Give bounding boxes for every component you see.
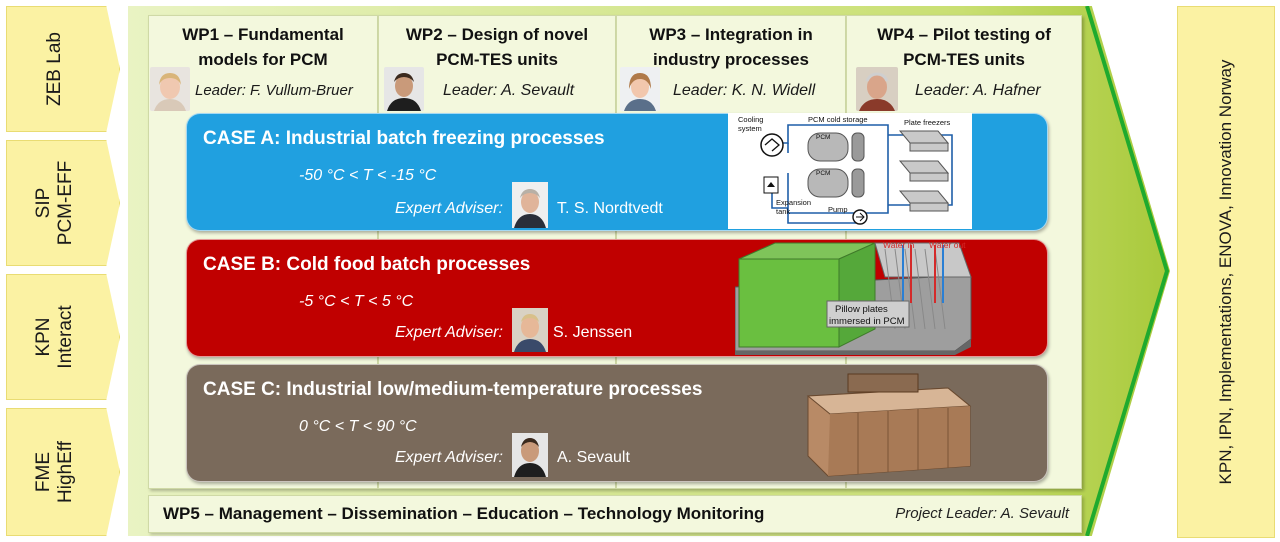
case-c-adviser-photo (512, 433, 548, 477)
wp1-leader-photo (150, 67, 190, 111)
svg-text:Expansion: Expansion (776, 198, 811, 207)
right-label-box: KPN, IPN, Implementations, ENOVA, Innova… (1177, 6, 1275, 538)
case-a-adviser-name: T. S. Nordtvedt (557, 200, 663, 217)
left-label-text: SIP (33, 187, 54, 219)
svg-text:Water in: Water in (883, 240, 915, 250)
cooling-system-icon (760, 133, 784, 157)
svg-text:Pillow plates: Pillow plates (835, 304, 888, 315)
wp4-leader-photo (856, 67, 898, 111)
left-label-text: PCM-EFF (55, 160, 76, 246)
svg-text:PCM cold storage: PCM cold storage (808, 115, 868, 124)
wp1-leader: Leader: F. Vullum-Bruer (195, 82, 353, 99)
case-c-adviser-name: A. Sevault (557, 449, 630, 466)
wp2-leader-photo (384, 67, 424, 111)
case-c-title: CASE C: Industrial low/medium-temperatur… (203, 379, 703, 400)
left-label-text: KPN (33, 317, 54, 357)
pcm-tank-icon (807, 132, 865, 198)
case-b-adviser-name: S. Jenssen (553, 324, 633, 341)
case-c-equipment-image (806, 373, 972, 477)
wp3-leader: Leader: K. N. Widell (673, 82, 816, 99)
svg-text:PCM: PCM (816, 134, 830, 141)
svg-text:Water out: Water out (929, 240, 966, 250)
svg-text:Plate freezers: Plate freezers (904, 118, 951, 127)
wp2-leader: Leader: A. Sevault (443, 82, 575, 99)
case-b-title: CASE B: Cold food batch processes (203, 254, 531, 275)
wp3-leader-photo (620, 67, 660, 111)
case-c-temperature: 0 °C < T < 90 °C (299, 418, 417, 435)
case-a-title: CASE A: Industrial batch freezing proces… (203, 128, 605, 149)
svg-text:tank: tank (776, 207, 790, 216)
left-label-text: ZEB Lab (44, 32, 65, 106)
plate-freezer-icon (898, 130, 950, 212)
case-b-adviser-photo (512, 308, 548, 352)
wp5-leader: Project Leader: A. Sevault (895, 505, 1069, 522)
svg-text:system: system (738, 124, 762, 133)
svg-text:immersed in PCM: immersed in PCM (829, 316, 905, 327)
left-label-text: Interact (55, 305, 76, 369)
case-b-schematic: Water in Water out Pillow plates immerse… (735, 240, 972, 355)
case-b-adviser-label: Expert Adviser: (395, 324, 503, 341)
left-label-text: FME (33, 451, 54, 493)
case-a-adviser-label: Expert Adviser: (395, 200, 503, 217)
wp5-title: WP5 – Management – Dissemination – Educa… (163, 504, 765, 523)
svg-text:Cooling: Cooling (738, 115, 763, 124)
left-label-zeb-lab: ZEB Lab (6, 6, 120, 132)
left-label-text: HighEff (55, 441, 76, 503)
wp5-bar: WP5 – Management – Dissemination – Educa… (148, 495, 1082, 533)
case-a-temperature: -50 °C < T < -15 °C (299, 167, 437, 184)
svg-text:Pump: Pump (828, 205, 848, 214)
case-a-schematic: Cooling system PCM cold storage Plate fr… (728, 113, 972, 229)
case-c-adviser-label: Expert Adviser: (395, 449, 503, 466)
wp4-leader: Leader: A. Hafner (915, 82, 1041, 99)
case-a-adviser-photo (512, 182, 548, 228)
svg-text:PCM: PCM (816, 170, 830, 177)
arrow-edge (1085, 6, 1170, 536)
case-b-temperature: -5 °C < T < 5 °C (299, 293, 414, 310)
right-label-text: KPN, IPN, Implementations, ENOVA, Innova… (1216, 59, 1235, 485)
